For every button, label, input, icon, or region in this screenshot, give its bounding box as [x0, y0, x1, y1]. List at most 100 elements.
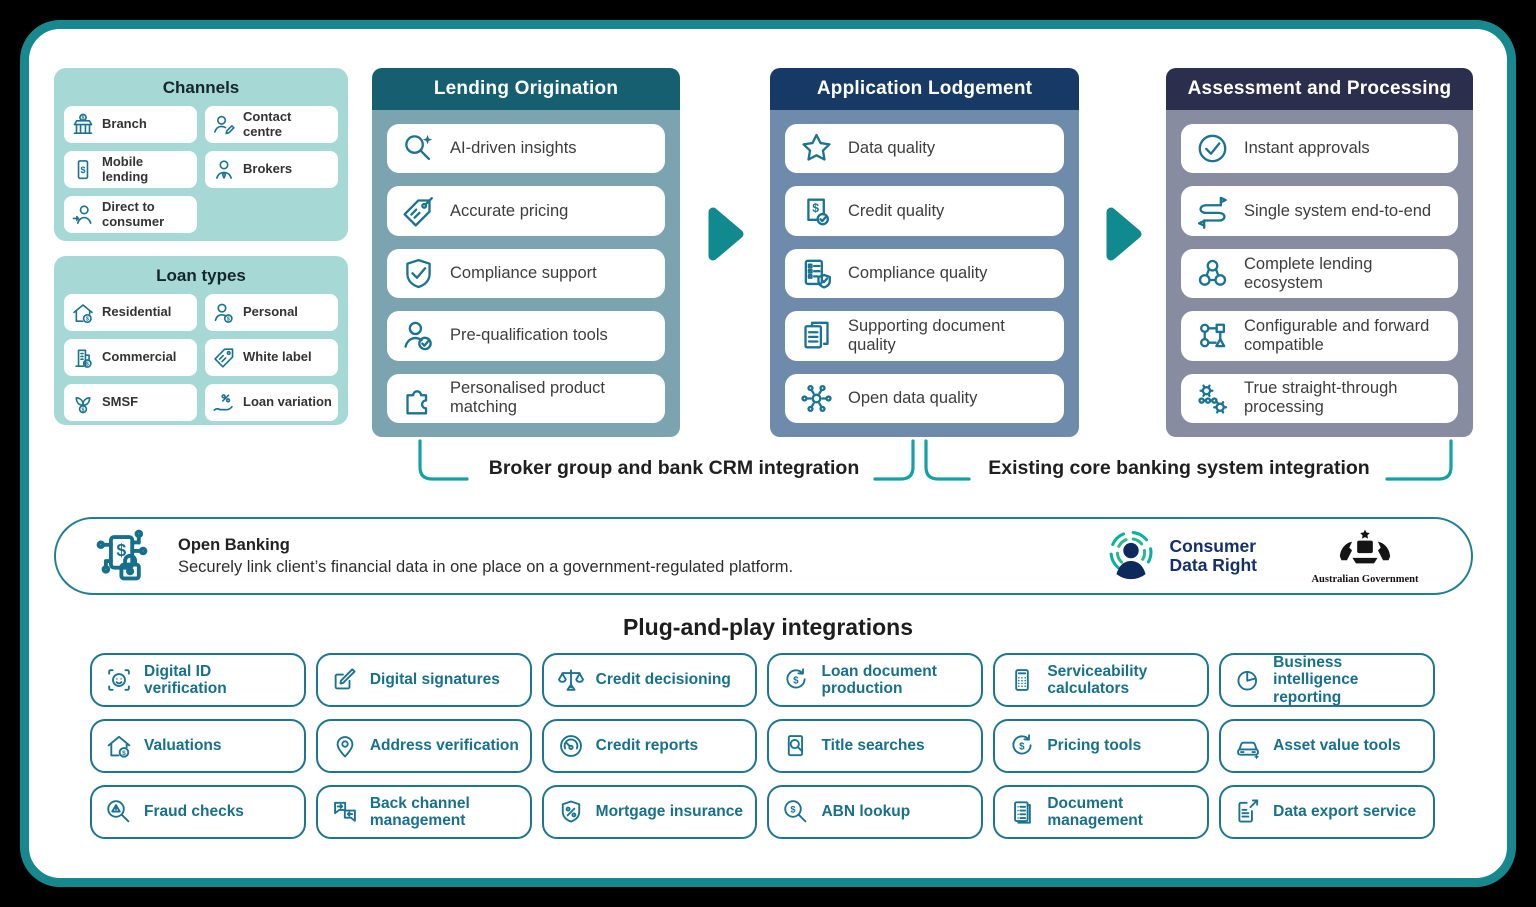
core-banking-integration-label: Existing core banking system integration	[988, 457, 1370, 479]
person-check-icon	[400, 317, 437, 354]
scales-icon	[556, 665, 586, 695]
loan-type-personal: $ Personal	[205, 294, 338, 331]
svg-text:$: $	[1019, 741, 1025, 752]
loan-types-panel: Loan types $ Residential $ Personal $ Co…	[54, 256, 348, 425]
integration-data-export-service: Data export service	[1219, 785, 1435, 839]
stage-body: AI-driven insights Accurate pricing Comp…	[372, 110, 680, 437]
channels-panel: Channels $ Branch Contact centre $ Mobil…	[54, 68, 348, 241]
phone-dollar-icon: $	[70, 157, 96, 183]
pen-pad-icon	[330, 665, 360, 695]
dollar-cycle-icon: $	[1007, 731, 1037, 761]
capability-credit-quality: $ Credit quality	[785, 186, 1064, 236]
integration-credit-decisioning: Credit decisioning	[541, 653, 758, 707]
hand-percent-icon	[211, 390, 237, 416]
chat-arrows-icon	[330, 797, 360, 827]
capability-personalised-product-matching: Personalised product matching	[387, 373, 665, 424]
capability-supporting-document-quality: Supporting document quality	[785, 311, 1064, 361]
capability-true-straight-through-processing: True straight-through processing	[1181, 373, 1458, 424]
tag-icon	[211, 345, 237, 371]
puzzle-icon	[400, 380, 437, 417]
svg-text:$: $	[122, 750, 126, 757]
person-pencil-icon	[211, 112, 237, 138]
open-banking-title: Open Banking	[178, 535, 290, 554]
capability-complete-lending-ecosystem: Complete lending ecosystem	[1181, 248, 1458, 299]
diagram-frame: Channels $ Branch Contact centre $ Mobil…	[20, 20, 1516, 887]
gauge-icon	[556, 731, 586, 761]
loan-type-smsf: $ SMSF	[64, 384, 197, 421]
integration-loan-document-production: $ Loan document production	[767, 653, 984, 707]
integration-digital-id-verification: Digital ID verification	[90, 653, 306, 707]
open-banking-bar: $ Open Banking Securely link client’s fi…	[54, 517, 1473, 595]
stage-assessment-processing: Assessment and Processing Instant approv…	[1166, 68, 1473, 437]
capability-open-data-quality: Open data quality	[785, 373, 1064, 424]
svg-text:$: $	[86, 316, 90, 322]
connector-brackets	[418, 439, 1453, 481]
document-arrow-icon	[1233, 797, 1263, 827]
circle-check-icon	[1194, 130, 1231, 167]
star-icon	[798, 130, 835, 167]
integration-document-management: Document management	[993, 785, 1210, 839]
stage-body: Instant approvals Single system end-to-e…	[1166, 110, 1473, 437]
calculator-icon	[1007, 665, 1037, 695]
map-pin-icon	[330, 731, 360, 761]
loan-types-grid: $ Residential $ Personal $ Commercial Wh…	[64, 294, 338, 421]
integration-valuations: $ Valuations	[90, 719, 306, 773]
route-flags-icon	[1194, 193, 1231, 230]
plug-and-play-title: Plug-and-play integrations	[622, 614, 914, 640]
channel-contact-centre: Contact centre	[205, 106, 338, 143]
svg-text:$: $	[227, 316, 230, 322]
loan-type-loan-variation: Loan variation	[205, 384, 338, 421]
capability-instant-approvals: Instant approvals	[1181, 124, 1458, 174]
capability-compliance-support: Compliance support	[387, 248, 665, 299]
integration-abn-lookup: $ ABN lookup	[767, 785, 984, 839]
svg-text:$: $	[791, 805, 797, 815]
stage-title: Application Lodgement	[770, 68, 1079, 110]
loan-type-commercial: $ Commercial	[64, 339, 197, 376]
channel-branch: $ Branch	[64, 106, 197, 143]
document-magnifier-icon	[781, 731, 811, 761]
magnifier-dollar-icon: $	[781, 797, 811, 827]
three-circles-icon	[1194, 255, 1231, 292]
integration-title-searches: Title searches	[767, 719, 984, 773]
integration-mortgage-insurance: Mortgage insurance	[541, 785, 758, 839]
loan-type-white-label: White label	[205, 339, 338, 376]
dollar-cycle-icon: $	[781, 665, 811, 695]
channel-brokers: Brokers	[205, 151, 338, 188]
capability-ai-driven-insights: AI-driven insights	[387, 124, 665, 174]
svg-text:$: $	[86, 361, 89, 367]
channel-mobile-lending: $ Mobile lending	[64, 151, 197, 188]
capability-compliance-quality: Compliance quality	[785, 248, 1064, 299]
svg-text:$: $	[794, 675, 800, 686]
svg-text:$: $	[117, 540, 127, 560]
stage-title: Lending Origination	[372, 68, 680, 110]
magnifier-warning-icon	[104, 797, 134, 827]
gears-chain-icon	[1194, 380, 1231, 417]
flow-arrow-icon	[708, 207, 744, 261]
consumer-data-right-logo: Consumer Data Right	[1102, 527, 1257, 585]
checklist-shield-icon	[798, 255, 835, 292]
integration-digital-signatures: Digital signatures	[315, 653, 532, 707]
svg-text:$: $	[812, 201, 819, 215]
crm-integration-label: Broker group and bank CRM integration	[488, 457, 860, 479]
integration-fraud-checks: Fraud checks	[90, 785, 306, 839]
loan-type-residential: $ Residential	[64, 294, 197, 331]
cdr-line1: Consumer	[1169, 536, 1257, 557]
channel-direct-to-consumer: Direct to consumer	[64, 196, 197, 233]
integration-business-intelligence-reporting: Business intelligence reporting	[1219, 653, 1435, 707]
capability-pre-qualification-tools: Pre-qualification tools	[387, 311, 665, 361]
house-dollar-icon: $	[104, 731, 134, 761]
cdr-logo-icon	[1109, 530, 1152, 580]
network-hub-icon	[798, 380, 835, 417]
building-dollar-icon: $	[70, 345, 96, 371]
integration-asset-value-tools: Asset value tools	[1219, 719, 1435, 773]
document-dollar-check-icon: $	[798, 193, 835, 230]
house-dollar-icon: $	[70, 300, 96, 326]
open-banking-description: Securely link client’s financial data in…	[178, 557, 794, 576]
capability-accurate-pricing: Accurate pricing	[387, 186, 665, 236]
bank-dollar-icon: $	[70, 112, 96, 138]
integration-credit-reports: Credit reports	[541, 719, 758, 773]
loan-types-title: Loan types	[156, 266, 246, 285]
svg-text:$: $	[81, 115, 85, 121]
flow-arrow-icon	[1106, 207, 1142, 261]
channels-title: Channels	[162, 78, 240, 97]
